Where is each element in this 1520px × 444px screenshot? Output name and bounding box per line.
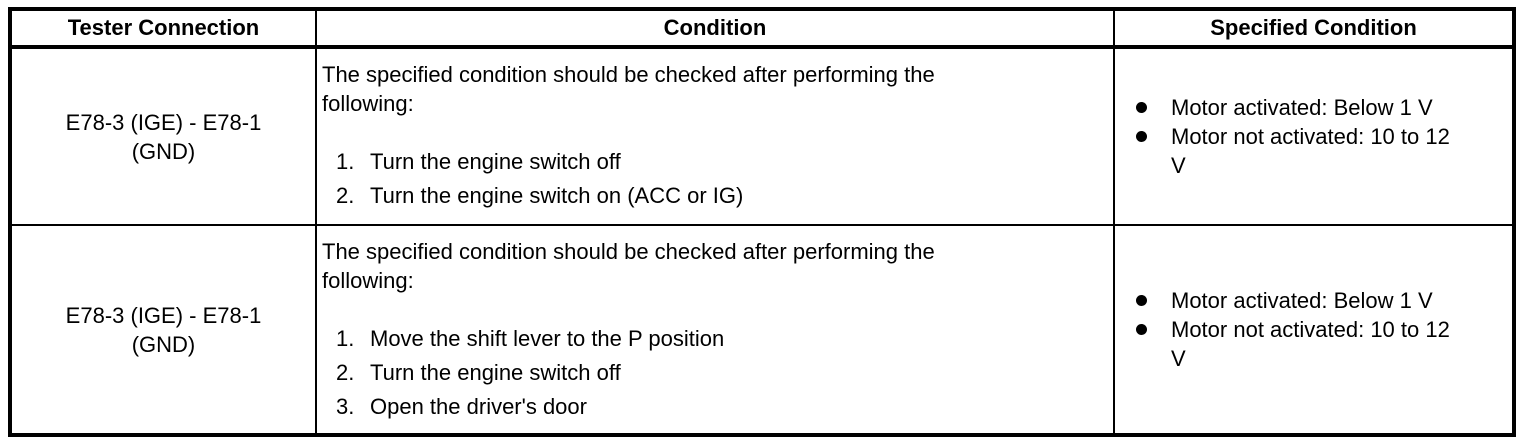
specified-condition-cell: Motor activated: Below 1 V Motor not act… [1113,46,1515,226]
step-text: Turn the engine switch off [370,360,621,385]
step-number: 2. [336,360,355,385]
step-number: 2. [336,183,355,208]
specified-condition-text: Motor not activated: 10 to 12 V [1171,124,1450,178]
table-row: E78-3 (IGE) - E78-1 (GND) The specified … [9,224,1515,436]
condition-step-list: 1. Turn the engine switch off 2. Turn th… [322,147,1105,210]
specified-condition-cell: Motor activated: Below 1 V Motor not act… [1113,224,1515,436]
condition-step: 2. Turn the engine switch on (ACC or IG) [322,181,1105,210]
bullet-icon [1136,315,1171,373]
bullet-icon [1136,93,1171,122]
table-header-row: Tester Connection Condition Specified Co… [9,8,1515,49]
condition-step: 2. Turn the engine switch off [322,358,1105,387]
specified-condition-item: Motor activated: Below 1 V [1136,286,1506,315]
condition-cell: The specified condition should be checke… [315,46,1115,226]
specified-condition-text: Motor activated: Below 1 V [1171,95,1433,120]
step-text: Turn the engine switch off [370,149,621,174]
condition-intro-line: following: [322,91,414,116]
condition-intro-line: The specified condition should be checke… [322,239,935,264]
condition-step: 1. Turn the engine switch off [322,147,1105,176]
connection-text-line: E78-3 (IGE) - E78-1 [65,109,262,135]
tester-connection-cell: E78-3 (IGE) - E78-1 (GND) [9,224,317,436]
step-text: Move the shift lever to the P position [370,326,725,351]
header-specified-condition: Specified Condition [1113,8,1515,49]
table-row: E78-3 (IGE) - E78-1 (GND) The specified … [9,46,1515,226]
condition-cell: The specified condition should be checke… [315,224,1115,436]
specified-condition-item: Motor not activated: 10 to 12 V [1136,122,1506,180]
header-tester-connection: Tester Connection [9,8,317,49]
step-number: 3. [336,394,355,419]
specification-table: Tester Connection Condition Specified Co… [8,7,1516,437]
bullet-icon [1136,286,1171,315]
specified-condition-item: Motor activated: Below 1 V [1136,93,1506,122]
specified-condition-item: Motor not activated: 10 to 12 V [1136,315,1506,373]
bullet-icon [1136,122,1171,180]
condition-step-list: 1. Move the shift lever to the P positio… [322,324,1105,421]
tester-connection-cell: E78-3 (IGE) - E78-1 (GND) [9,46,317,226]
condition-step: 3. Open the driver's door [322,392,1105,421]
header-condition: Condition [315,8,1115,49]
step-number: 1. [336,149,355,174]
condition-step: 1. Move the shift lever to the P positio… [322,324,1105,353]
connection-text-line: (GND) [131,138,196,164]
step-number: 1. [336,326,355,351]
connection-text-line: (GND) [131,331,196,357]
specified-condition-text: Motor activated: Below 1 V [1171,288,1433,313]
step-text: Open the driver's door [370,394,587,419]
step-text: Turn the engine switch on (ACC or IG) [370,183,744,208]
condition-intro-line: following: [322,268,414,293]
specified-condition-text: Motor not activated: 10 to 12 V [1171,317,1450,371]
condition-intro-line: The specified condition should be checke… [322,62,935,87]
connection-text-line: E78-3 (IGE) - E78-1 [65,302,262,328]
